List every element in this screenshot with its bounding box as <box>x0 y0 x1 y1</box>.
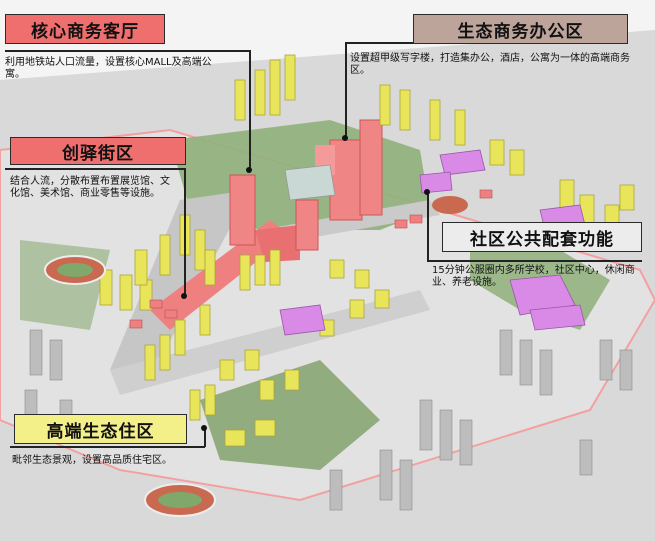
leader-line <box>184 168 186 296</box>
eco-residential-desc: 毗邻生态景观，设置高品质住宅区。 <box>12 455 172 466</box>
eco-residential-label: 高端生态住区 <box>14 414 187 444</box>
leader-line <box>5 168 185 170</box>
leader-line <box>345 42 347 137</box>
marker-dot <box>424 189 430 195</box>
leader-line <box>427 260 642 262</box>
eco-office-label: 生态商务办公区 <box>413 14 628 44</box>
leader-line <box>345 42 415 44</box>
marker-dot <box>201 425 207 431</box>
leader-line <box>10 446 205 448</box>
leader-line <box>249 50 251 170</box>
eco-office-desc: 设置超甲级写字楼，打造集办公，酒店，公寓为一体的高端商务区。 <box>350 53 630 76</box>
leader-line <box>5 50 250 52</box>
core-business-label: 核心商务客厅 <box>5 14 165 44</box>
street-district-desc: 结合人流，分散布置布置展览馆、文化馆、美术馆、商业零售等设施。 <box>10 176 170 199</box>
community-facilities-desc: 15分钟公服圈内多所学校，社区中心，休闲商业、养老设施。 <box>432 265 635 288</box>
core-business-desc: 利用地铁站人口流量，设置核心MALL及高端公寓。 <box>5 57 212 80</box>
community-facilities-label: 社区公共配套功能 <box>442 222 642 252</box>
marker-dot <box>181 293 187 299</box>
street-district-label: 创驿街区 <box>10 137 186 165</box>
leader-line <box>427 192 429 262</box>
marker-dot <box>342 135 348 141</box>
marker-dot <box>246 167 252 173</box>
leader-line <box>204 428 206 447</box>
